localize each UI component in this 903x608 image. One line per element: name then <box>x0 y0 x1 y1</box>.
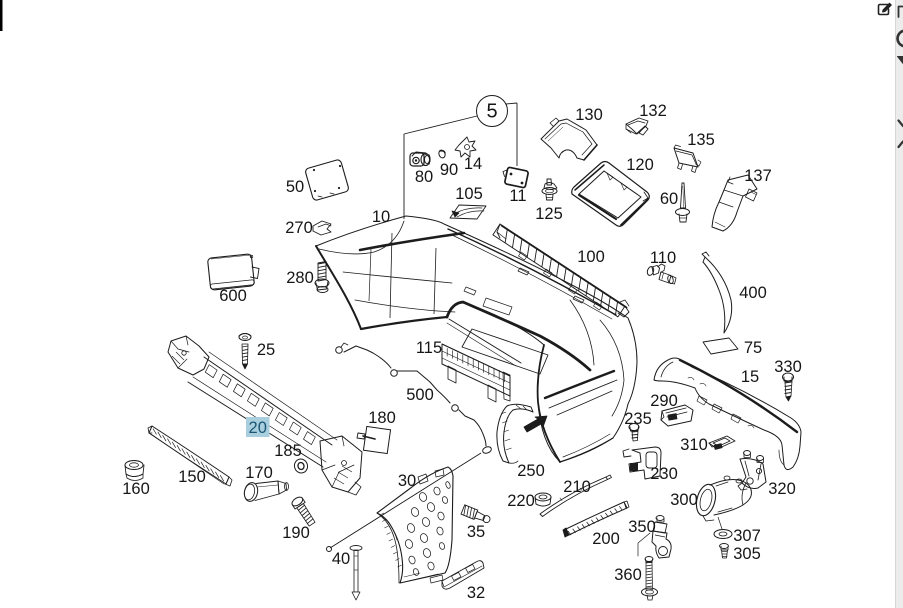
svg-text:300: 300 <box>670 491 698 509</box>
svg-text:290: 290 <box>650 392 678 410</box>
svg-text:5: 5 <box>486 101 497 123</box>
svg-text:15: 15 <box>741 368 759 386</box>
svg-text:75: 75 <box>744 339 762 357</box>
svg-text:100: 100 <box>577 248 605 266</box>
svg-text:190: 190 <box>282 524 310 542</box>
svg-text:115: 115 <box>416 339 442 357</box>
svg-text:20: 20 <box>249 419 267 437</box>
svg-text:105: 105 <box>455 185 483 203</box>
svg-text:180: 180 <box>368 409 396 427</box>
svg-text:235: 235 <box>624 410 652 428</box>
svg-text:60: 60 <box>660 190 678 208</box>
svg-text:40: 40 <box>332 550 350 568</box>
svg-text:50: 50 <box>286 178 304 196</box>
svg-text:80: 80 <box>415 168 433 186</box>
svg-text:210: 210 <box>563 478 591 496</box>
svg-text:132: 132 <box>639 102 667 120</box>
svg-text:130: 130 <box>575 106 603 124</box>
svg-text:280: 280 <box>286 269 314 287</box>
svg-text:270: 270 <box>285 219 313 237</box>
svg-text:14: 14 <box>464 155 482 173</box>
svg-text:150: 150 <box>178 468 206 486</box>
svg-text:120: 120 <box>626 156 654 174</box>
svg-text:90: 90 <box>440 161 458 179</box>
svg-text:10: 10 <box>372 208 390 226</box>
svg-text:500: 500 <box>406 386 434 404</box>
svg-text:160: 160 <box>122 480 150 498</box>
svg-text:125: 125 <box>535 205 563 223</box>
svg-text:137: 137 <box>744 167 772 185</box>
svg-text:250: 250 <box>517 462 545 480</box>
svg-text:330: 330 <box>774 358 802 376</box>
svg-text:305: 305 <box>733 545 761 563</box>
svg-text:170: 170 <box>245 464 273 482</box>
svg-text:25: 25 <box>257 341 275 359</box>
svg-text:200: 200 <box>592 530 620 548</box>
svg-text:32: 32 <box>467 584 485 602</box>
svg-text:360: 360 <box>614 566 642 584</box>
svg-text:320: 320 <box>768 480 796 498</box>
svg-text:185: 185 <box>274 442 302 460</box>
svg-text:135: 135 <box>687 131 715 149</box>
svg-text:230: 230 <box>650 465 678 483</box>
svg-text:307: 307 <box>733 527 761 545</box>
svg-text:11: 11 <box>509 187 526 205</box>
svg-text:110: 110 <box>650 249 676 267</box>
svg-text:310: 310 <box>680 436 708 454</box>
svg-text:30: 30 <box>398 472 416 490</box>
svg-text:35: 35 <box>467 523 485 541</box>
svg-text:600: 600 <box>219 287 247 305</box>
svg-text:400: 400 <box>739 284 767 302</box>
svg-text:350: 350 <box>628 518 656 536</box>
svg-text:220: 220 <box>507 492 535 510</box>
